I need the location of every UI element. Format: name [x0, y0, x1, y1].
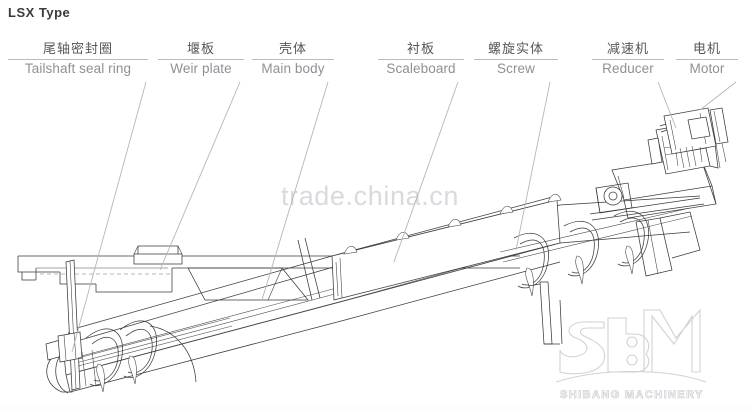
bottom-strip: [0, 405, 750, 412]
callout-cn-label: 螺旋实体: [487, 42, 544, 57]
logo-tagline-path: SHIBANG MACHINERY: [560, 389, 704, 401]
main-body-panel: [331, 193, 562, 301]
callout-scaleboard: 衬板 Scaleboard: [378, 42, 464, 76]
electric-motor: [659, 107, 729, 169]
callout-weir-plate: 堰板 Weir plate: [158, 42, 244, 76]
callout-en-label: Scaleboard: [386, 61, 456, 76]
callout-cn-label: 尾轴密封圈: [42, 42, 113, 57]
callout-rule: [474, 59, 558, 60]
leader-weir-plate: [159, 81, 241, 271]
logo-mark-sbm: [555, 308, 707, 383]
screw-flights-right: [499, 207, 693, 297]
callout-tailshaft-seal-ring: 尾轴密封圈 Tailshaft seal ring: [8, 42, 148, 76]
support-frame: [527, 281, 563, 345]
tailshaft-seal-ring-plate: [57, 259, 83, 391]
callout-en-label: Reducer: [602, 61, 654, 76]
callout-screw: 螺旋实体 Screw: [474, 42, 558, 76]
leader-main-body: [261, 81, 329, 301]
callout-cn-label: 壳体: [278, 42, 307, 57]
callout-rule: [8, 59, 148, 60]
leader-reducer: [657, 81, 677, 129]
bolt-detail: [679, 145, 697, 169]
callout-cn-label: 衬板: [406, 42, 435, 57]
callout-en-label: Weir plate: [170, 61, 232, 76]
watermark-text: trade.china.cn: [281, 181, 460, 211]
tailshaft-housing: [45, 339, 73, 394]
inlet-chute: [187, 237, 321, 301]
drive-pedestal: [589, 155, 717, 221]
callout-rule: [378, 59, 464, 60]
leader-motor: [699, 81, 737, 111]
callout-cn-label: 减速机: [606, 42, 649, 57]
callout-motor: 电机 Motor: [676, 42, 738, 76]
callout-rule: [676, 59, 738, 60]
callout-en-label: Main body: [261, 61, 325, 76]
callout-en-label: Screw: [496, 61, 535, 76]
leader-screw: [515, 81, 551, 251]
callout-main-body: 壳体 Main body: [252, 42, 334, 76]
discharge-spout: [635, 211, 701, 277]
callout-cn-label: 电机: [692, 42, 721, 57]
leader-tailshaft-seal-ring: [71, 81, 147, 353]
callout-rule: [252, 59, 334, 60]
callout-cn-label: 堰板: [186, 42, 215, 57]
callout-rule: [592, 59, 664, 60]
callout-en-label: Motor: [689, 61, 725, 76]
callout-reducer: 减速机 Reducer: [592, 42, 664, 76]
screw-flights-left: [77, 317, 233, 393]
callout-en-label: Tailshaft seal ring: [24, 61, 132, 76]
weir-plate-box: [133, 245, 183, 265]
callout-rule: [158, 59, 244, 60]
leader-scaleboard: [393, 81, 459, 263]
page-title: LSX Type: [8, 5, 71, 20]
